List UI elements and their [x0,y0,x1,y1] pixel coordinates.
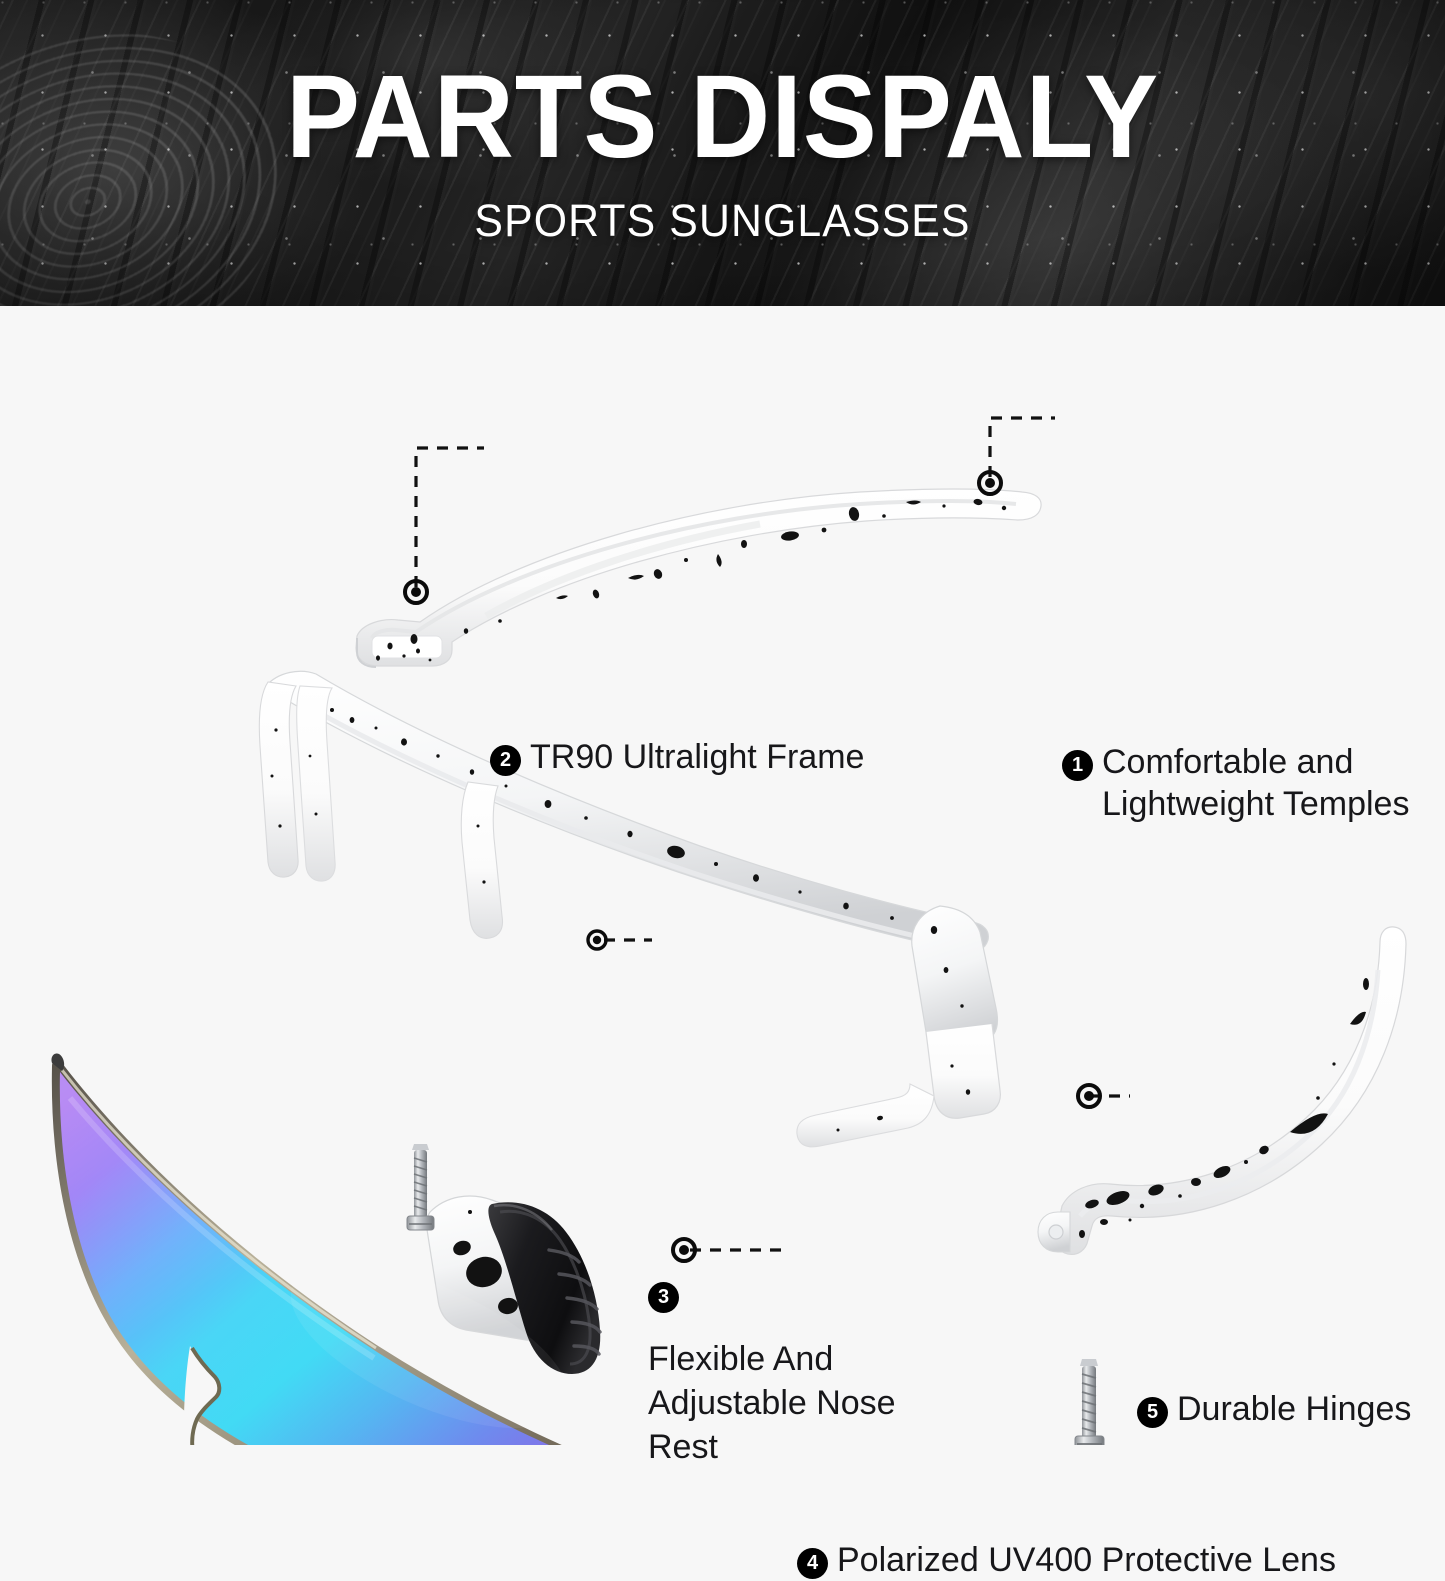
leader-line-1 [988,416,1055,477]
target-dot-icon-1 [977,470,1003,496]
vignette-overlay [0,0,1445,306]
callout-label-4: Polarized UV400 Protective Lens [837,1541,1336,1579]
hinge-screw-lower [1074,1359,1105,1445]
header-banner: PARTS DISPALY SPORTS SUNGLASSES [0,0,1445,306]
callout-label-3: Flexible And Adjustable Nose Rest [648,1340,896,1466]
callout-label-1: Comfortable and Lightweight Temples [1102,743,1410,823]
sunglasses-exploded-diagram [51,416,1407,1445]
nose-rest [426,1195,602,1374]
callout-number-2: 2 [490,745,521,776]
shield-lens [51,1053,570,1445]
leader-line-2 [414,446,484,587]
callout-number-5: 5 [1137,1397,1168,1428]
callout-3: 3 Flexible And Adjustable Nose Rest [648,1231,948,1511]
leader-target-dots [403,470,1102,1263]
callout-label-5: Durable Hinges [1177,1390,1412,1428]
product-exploded-view: 1 Comfortable and Lightweight Temples 2 TR… [0,306,1445,1579]
leader-lines [414,416,1130,1252]
callout-number-3: 3 [648,1282,679,1313]
target-dot-icon-3 [586,929,608,951]
callout-5: 5 Durable Hinges [1137,1388,1411,1430]
callout-2: 2 TR90 Ultralight Frame [490,736,890,778]
front-frame [258,670,1001,1148]
right-temple-arm [1037,926,1407,1255]
page-subtitle: SPORTS SUNGLASSES [474,195,971,246]
left-temple-arm [355,488,1042,668]
page-title: PARTS DISPALY [285,51,1160,183]
target-dot-icon-2 [403,579,429,605]
target-dot-icon-4 [671,1237,697,1263]
callout-1: 1 Comfortable and Lightweight Temples [1062,699,1432,825]
callout-label-2: TR90 Ultralight Frame [530,738,865,776]
callout-number-4: 4 [797,1548,828,1579]
callout-number-1: 1 [1062,750,1093,781]
target-dot-icon-5 [1076,1083,1102,1109]
hinge-screw-upper [406,1144,435,1231]
callout-4: 4 Polarized UV400 Protective Lens [797,1539,1336,1581]
